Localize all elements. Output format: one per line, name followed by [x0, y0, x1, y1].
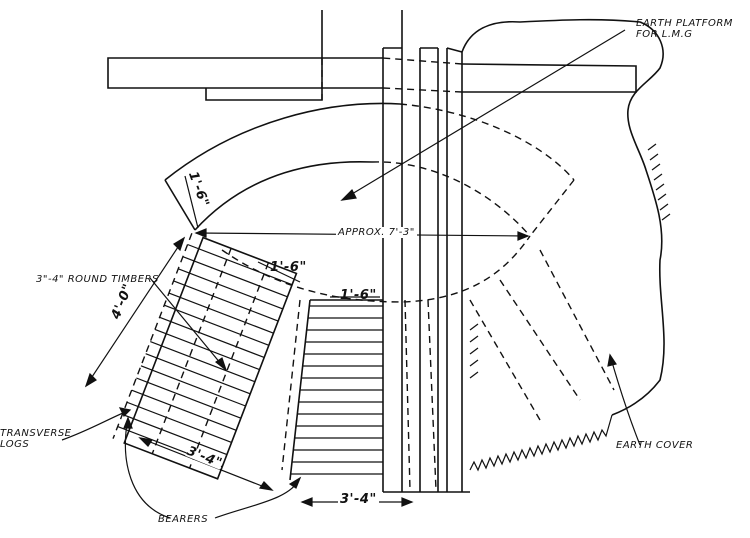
platform-board [107, 57, 383, 89]
transverse-log [164, 304, 270, 346]
label-bearers: BEARERS [158, 514, 209, 525]
label-round-timbers: 3"-4" ROUND TIMBERS [36, 274, 159, 285]
roof-inner-arc [194, 160, 373, 231]
earth-cover-edge [469, 414, 613, 472]
timber-bay-middle [281, 299, 383, 481]
label-approx-width: APPROX. 7'-3" [336, 227, 417, 238]
transverse-log [140, 365, 246, 407]
label-mid-bay-dim: 1'-6" [340, 288, 377, 303]
label-earth-cover: EARTH COVER [616, 440, 694, 451]
transverse-log [187, 243, 293, 286]
transverse-log [159, 316, 265, 359]
transverse-log [154, 328, 260, 371]
label-earth-platform: EARTH PLATFORM FOR L.M.G [636, 18, 733, 40]
transverse-log [131, 389, 237, 431]
transverse-log [145, 353, 251, 395]
transverse-log [182, 256, 288, 298]
label-bottom-length-dim: 3'-4" [338, 492, 379, 507]
roof-outer-arc [164, 102, 401, 181]
transverse-log [168, 292, 274, 334]
transverse-log [178, 268, 284, 310]
transverse-log [173, 280, 279, 322]
transverse-log [136, 377, 242, 419]
label-transverse-logs: TRANSVERSE LOGS [0, 428, 72, 450]
earth-mass-outline [461, 18, 665, 416]
label-left-bay-dim: 1'-6" [270, 260, 307, 275]
vertical-posts [382, 10, 470, 493]
earth-hatching [469, 143, 671, 379]
transverse-log [150, 341, 256, 383]
timber-bay-left [112, 233, 298, 480]
transverse-log [126, 401, 232, 443]
transverse-log [122, 413, 228, 456]
